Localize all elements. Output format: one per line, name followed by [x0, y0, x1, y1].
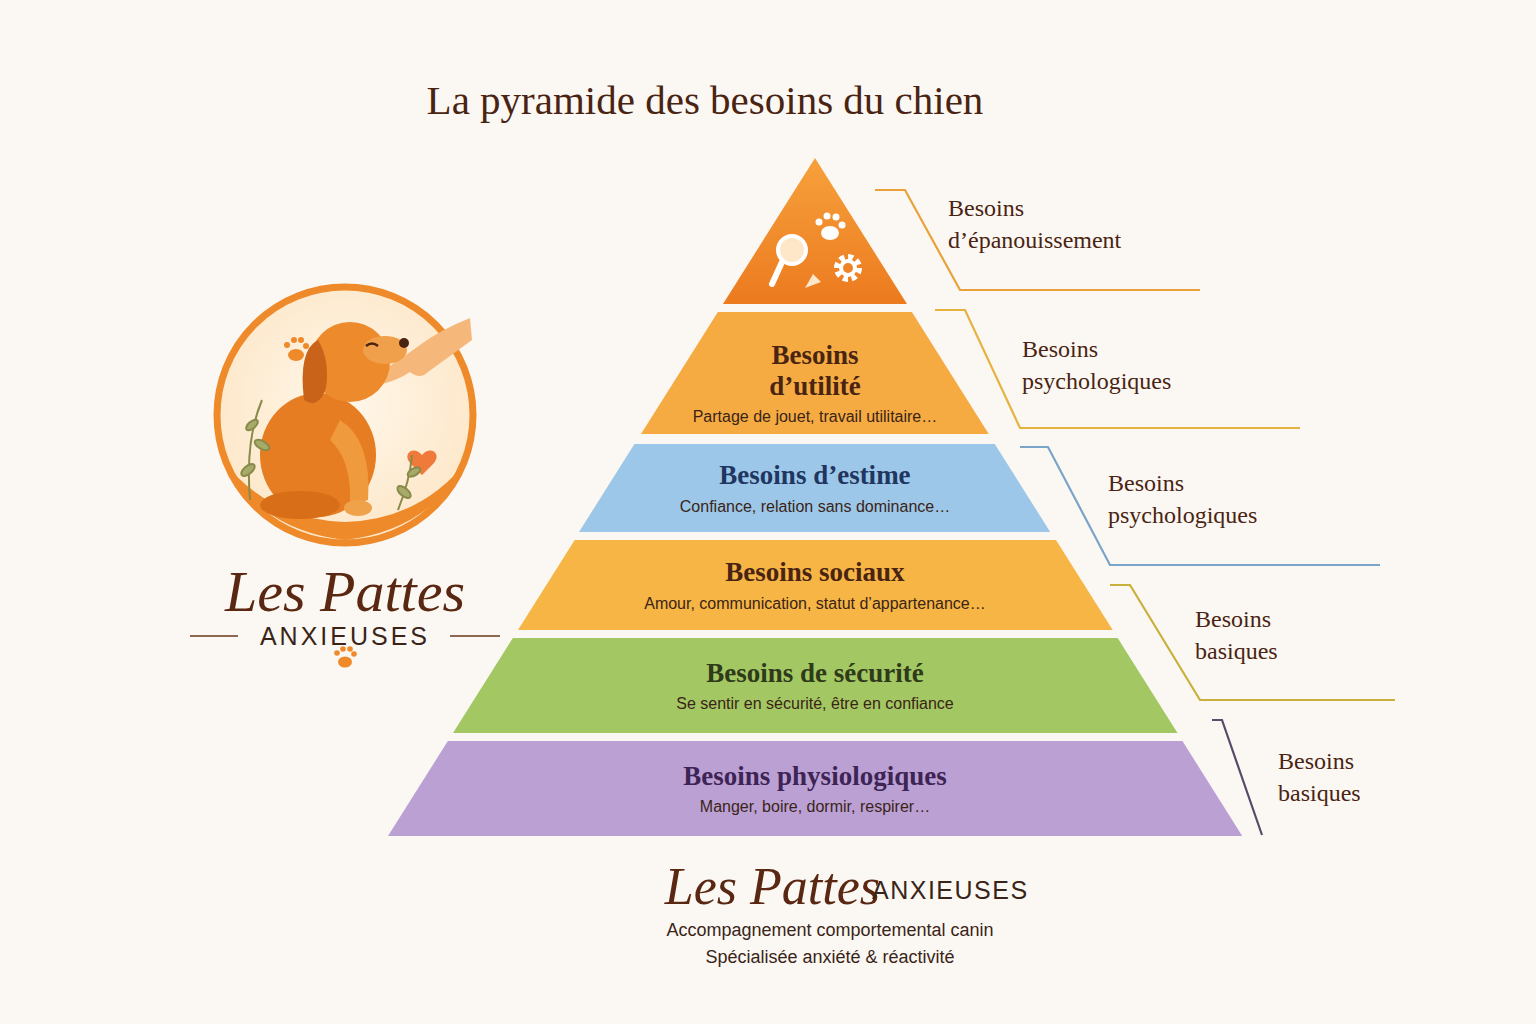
pyramid-band: Besoins d’utilitéPartage de jouet, trava… [641, 312, 989, 434]
band-description: Partage de jouet, travail utilitaire… [693, 408, 938, 426]
band-content: Besoins d’utilitéPartage de jouet, trava… [641, 312, 989, 434]
band-title: Besoins d’utilité [730, 340, 900, 402]
tier-label: Besoins psychologiques [1108, 467, 1338, 532]
band-content: Besoins sociauxAmour, communication, sta… [518, 540, 1113, 630]
footer-name: Les Pattes [560, 858, 880, 915]
diagram-title: La pyramide des besoins du chien [0, 76, 1410, 124]
band-fill [453, 638, 1178, 733]
band-fill [579, 444, 1050, 532]
band-description: Confiance, relation sans dominance… [680, 498, 950, 516]
tier-label: Besoins basiques [1195, 603, 1325, 668]
band-description: Manger, boire, dormir, respirer… [700, 798, 930, 816]
band-fill [641, 312, 989, 434]
band-description: Se sentir en sécurité, être en confiance [676, 695, 954, 713]
pyramid-band: Besoins d’estimeConfiance, relation sans… [579, 444, 1050, 532]
band-title: Besoins d’estime [719, 460, 910, 491]
band-content: Besoins de sécurité Se sentir en sécurité… [453, 638, 1178, 733]
band-title: Besoins physiologiques [683, 761, 946, 792]
footer-tagline: Spécialisée anxiété & réactivité [460, 945, 1200, 969]
tier-label: Besoins d’épanouissement [948, 192, 1188, 257]
footer-subtitle: ANXIEUSES [872, 874, 1062, 908]
band-title: Besoins de sécurité [706, 658, 923, 689]
pyramid-band: Besoins de sécurité Se sentir en sécurité… [453, 638, 1178, 733]
tier-label: Besoins psychologiques [1022, 333, 1252, 398]
band-content: Besoins physiologiquesManger, boire, dor… [388, 741, 1242, 836]
pyramid-band: Besoins sociauxAmour, communication, sta… [518, 540, 1113, 630]
band-title: Besoins sociaux [725, 557, 904, 588]
band-fill [518, 540, 1113, 630]
pyramid-band: Besoins physiologiquesManger, boire, dor… [388, 741, 1242, 836]
logo-name: Les Pattes [150, 560, 540, 624]
band-content: Besoins d’estimeConfiance, relation sans… [579, 444, 1050, 532]
footer-tagline: Accompagnement comportemental canin [460, 918, 1200, 942]
tier-label: Besoins basiques [1278, 745, 1408, 810]
logo-subtitle: ANXIEUSES [150, 620, 540, 654]
band-description: Amour, communication, statut d’appartena… [644, 595, 986, 613]
band-fill [388, 741, 1242, 836]
